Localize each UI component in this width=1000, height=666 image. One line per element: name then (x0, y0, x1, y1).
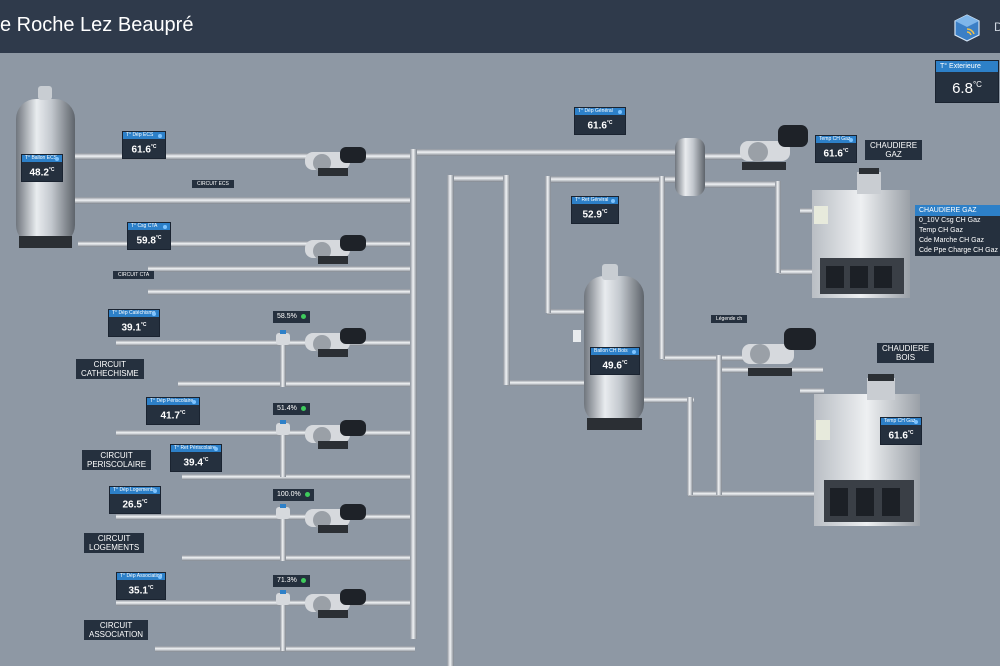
tank-bouteille (675, 138, 705, 196)
page-title: e Roche Lez Beaupré (0, 14, 194, 36)
pump-cta[interactable] (305, 235, 366, 264)
app-header: e Roche Lez Beaupré D (0, 0, 1000, 53)
pump-bois[interactable] (742, 328, 816, 376)
pump-ecs[interactable] (305, 147, 366, 176)
pump-association[interactable] (305, 589, 366, 618)
info-dot-icon (849, 138, 853, 142)
chaudiere-gaz-panel[interactable]: CHAUDIERE GAZ 0_10V Csg CH Gaz Temp CH G… (915, 205, 1000, 256)
info-dot-icon (214, 447, 218, 451)
pipes-vertical (280, 149, 781, 666)
legende-label: Légende ch (711, 315, 748, 323)
valve-logements-status[interactable]: 100.0% (273, 489, 314, 501)
info-dot-icon (163, 225, 167, 229)
exterior-temperature-widget: T° Exterieure 6.8°C (935, 60, 999, 103)
gas-panel-row[interactable]: 0_10V Csg CH Gaz (919, 217, 981, 224)
gas-panel-row[interactable]: Cde Ppe Charge CH Gaz (919, 247, 998, 254)
info-dot-icon (611, 199, 615, 203)
info-dot-icon (152, 312, 156, 316)
boiler-gaz (812, 168, 910, 298)
info-dot-icon (153, 489, 157, 493)
info-dot-icon (618, 110, 622, 114)
circuit-cta-label: CIRCUIT CTA (113, 271, 155, 279)
exterior-temperature-label: T° Exterieure (936, 61, 998, 72)
status-ok-icon (300, 313, 306, 319)
header-edge-glyph[interactable]: D (994, 20, 1000, 34)
pump-logements[interactable] (305, 504, 366, 533)
info-dot-icon (158, 575, 162, 579)
gas-panel-row[interactable]: Temp CH Gaz (919, 227, 963, 234)
info-dot-icon (55, 157, 59, 161)
status-ok-icon (300, 577, 306, 583)
status-ok-icon (300, 405, 306, 411)
boiler-bois (814, 374, 920, 526)
valve-catechisme-status[interactable]: 58.5% (273, 311, 310, 323)
info-dot-icon (192, 400, 196, 404)
pump-catechisme[interactable] (305, 328, 366, 357)
valve-association-status[interactable]: 71.3% (273, 575, 310, 587)
app-logo-icon[interactable] (952, 13, 982, 43)
info-dot-icon (158, 134, 162, 138)
valve-periscolaire-status[interactable]: 51.4% (273, 403, 310, 415)
pump-periscolaire[interactable] (305, 420, 366, 449)
valve-icons[interactable] (276, 330, 290, 605)
exterior-temperature-value: 6.8°C (952, 80, 982, 97)
chaudiere-gaz-panel-title: CHAUDIERE GAZ (915, 205, 1000, 216)
circuit-ecs-label: CIRCUIT ECS (192, 180, 234, 188)
gas-panel-row[interactable]: Cde Marche CH Gaz (919, 237, 984, 244)
info-dot-icon (914, 420, 918, 424)
info-dot-icon (632, 350, 636, 354)
pump-gaz[interactable] (740, 125, 808, 170)
status-ok-icon (304, 491, 310, 497)
